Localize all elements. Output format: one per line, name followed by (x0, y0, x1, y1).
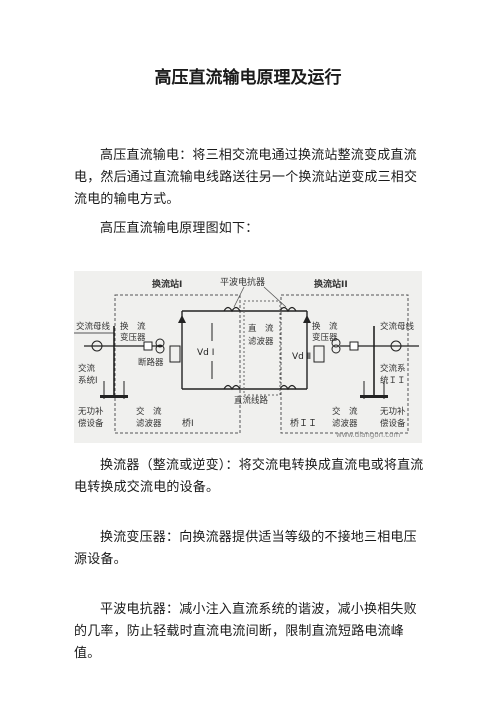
vd2-label: Vd Ⅱ (292, 352, 311, 362)
paragraph-converter: 换流器（整流或逆变）：将交流电转换成直流电或将直流电转换成交流电的设备。 (74, 458, 424, 495)
ac-sys-left-label-1: 交流 (78, 363, 96, 374)
page-title: 高压直流输电原理及运行 (154, 68, 342, 88)
conv-xfmr-right-label-2: 变压器 (312, 332, 338, 343)
hvdc-principle-diagram: 换流站I 平波电抗器 换流站II 直 流 滤波器 直流线路 Vd Ⅰ Vd Ⅱ … (74, 271, 422, 443)
conv-xfmr-left-label-1: 换 流 (120, 321, 146, 332)
breaker-left (143, 341, 153, 351)
paragraph-hvdc-definition: 高压直流输电：将三相交流电通过换流站整流变成直流电，然后通过直流输电线路送往另一… (74, 148, 418, 207)
station2-label: 换流站II (314, 278, 348, 290)
bridge2-arrow (303, 315, 311, 323)
reactive-left-label-2: 偿设备 (78, 418, 104, 429)
dc-line-label: 直流线路 (234, 395, 269, 406)
smoothing-reactor-label: 平波电抗器 (220, 276, 265, 288)
dc-filter-box (243, 300, 281, 396)
reactive-right-label-1: 无功补 (380, 406, 406, 417)
paragraph-converter-transformer: 换流变压器：向换流器提供适当等级的不接地三相电压源设备。 (74, 530, 417, 567)
reactor-right-top (279, 306, 297, 313)
ac-filter-right-label-2: 滤波器 (332, 418, 358, 429)
breaker-label: 断路器 (138, 357, 164, 368)
reactor-left-top (223, 306, 241, 313)
dc-filter-label-2: 滤波器 (248, 336, 274, 347)
reactive-right-label-2: 偿设备 (380, 418, 406, 429)
station2-box (280, 294, 409, 434)
reactor-right-bottom (279, 384, 297, 391)
paragraph-figure-intro: 高压直流输电原理图如下： (100, 221, 259, 236)
ac-filter-left-label-1: 交 流 (136, 406, 162, 417)
station1-box (114, 294, 241, 434)
bridge2-label: 桥ＩＩ (290, 417, 317, 429)
breaker-right (349, 341, 359, 351)
bridge1-arrow (178, 315, 186, 323)
vd1-label: Vd Ⅰ (197, 348, 214, 358)
dc-filter-label-1: 直 流 (248, 323, 274, 334)
paragraph-smoothing-reactor: 平波电抗器：减小注入直流系统的谐波，减小换相失败的几率，防止轻载时直流电流间断，… (74, 602, 417, 661)
conv-xfmr-right-label-1: 换 流 (312, 321, 338, 332)
conv-xfmr-left-label-2: 变压器 (120, 332, 146, 343)
ac-sys-left-label-2: 系统Ⅰ (78, 375, 98, 386)
ac-sys-right-label-2: 统ＩＩ (380, 375, 406, 386)
reactor-left-bottom (223, 384, 241, 391)
ac-filter-right-label-1: 交 流 (332, 406, 358, 417)
station1-label: 换流站I (152, 278, 182, 290)
bridge1-label: 桥Ⅰ (182, 417, 194, 429)
ac-filter-left-label-2: 滤波器 (136, 418, 162, 429)
reactive-left-label-1: 无功补 (78, 406, 104, 417)
ac-bus-left-label: 交流母线 (76, 321, 111, 332)
watermark: www.diangon.com (336, 431, 400, 439)
ac-sys-right-label-1: 交流系 (380, 363, 406, 374)
ac-bus-right-label: 交流母线 (380, 321, 415, 332)
